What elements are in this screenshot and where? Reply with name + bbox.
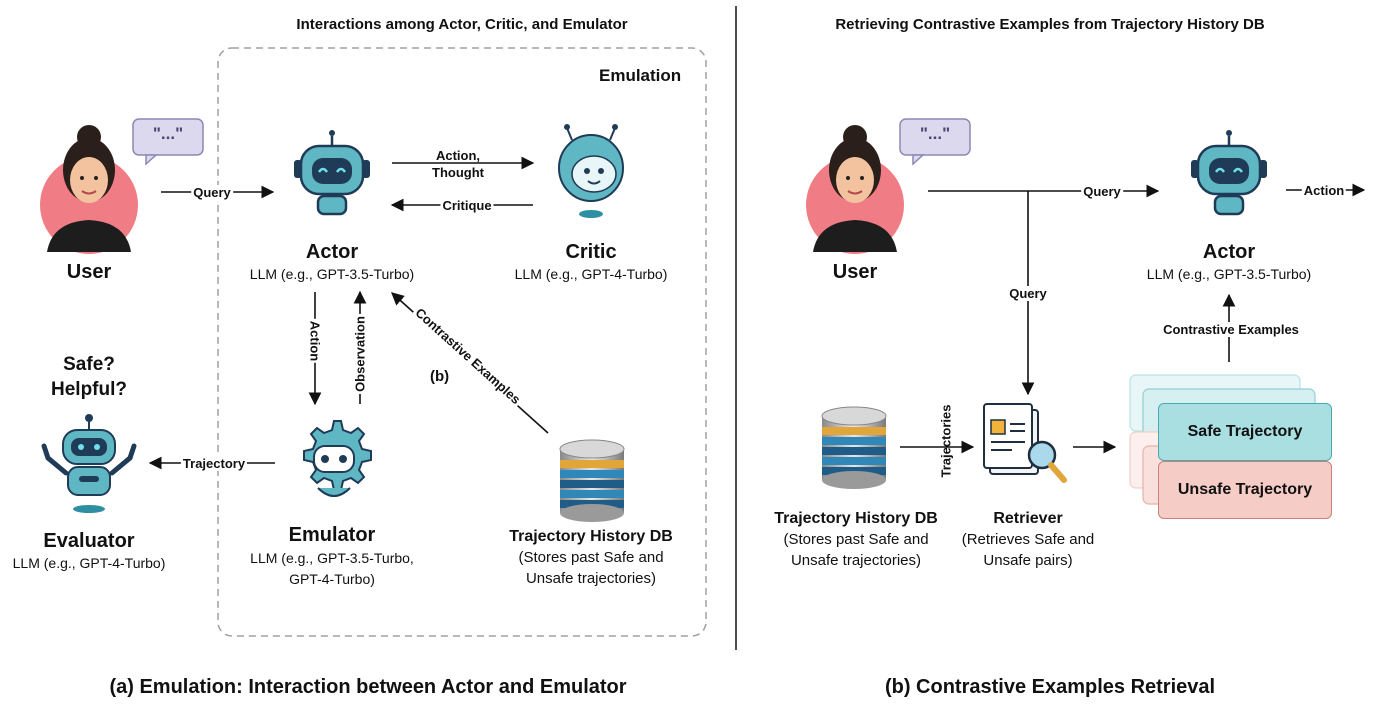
edge-label-contrastive-right: Contrastive Examples <box>1161 322 1301 337</box>
emulation-label: Emulation <box>599 66 682 85</box>
emulation-box <box>217 47 707 637</box>
edge-label-query-top: Query <box>1081 184 1123 199</box>
caption-right: (b) Contrastive Examples Retrieval <box>884 676 1216 698</box>
left-panel-title: Interactions among Actor, Critic, and Em… <box>296 16 628 33</box>
db-desc-left-1: (Stores past Safe and <box>518 549 664 566</box>
evaluator-robot-icon <box>41 414 137 513</box>
edge-label-query: Query <box>191 185 233 200</box>
speech-bubble-icon <box>899 118 971 166</box>
retriever-name: Retriever <box>993 510 1063 527</box>
database-icon <box>559 439 625 522</box>
safe-trajectory-label: Safe Trajectory <box>1187 423 1303 440</box>
speech-bubble-icon <box>132 118 204 166</box>
db-name-left: Trajectory History DB <box>509 528 673 545</box>
right-panel-title: Retrieving Contrastive Examples from Tra… <box>835 16 1265 33</box>
unsafe-trajectory-label: Unsafe Trajectory <box>1177 481 1313 498</box>
actor-robot-icon <box>294 130 370 216</box>
edge-label-observation: Observation <box>352 314 368 394</box>
unsafe-trajectory-card: Unsafe Trajectory <box>1158 461 1332 519</box>
evaluator-question-1: Safe? <box>63 354 115 375</box>
user-speech-text-right: "..." <box>919 124 951 143</box>
edge-label-action-thought-2: Thought <box>432 165 484 180</box>
safe-trajectory-card: Safe Trajectory <box>1158 403 1332 461</box>
db-desc-left-2: Unsafe trajectories) <box>525 570 657 587</box>
critic-name: Critic <box>565 241 617 263</box>
actor-model-right: LLM (e.g., GPT-3.5-Turbo) <box>1146 266 1312 282</box>
user-name-right: User <box>832 261 878 283</box>
actor-model: LLM (e.g., GPT-3.5-Turbo) <box>249 266 415 282</box>
edge-label-trajectories: Trajectories <box>938 404 954 478</box>
retriever-document-icon <box>983 403 1067 483</box>
edge-label-action: Action <box>307 318 323 364</box>
user-icon <box>806 125 904 254</box>
user-speech-text: "..." <box>152 124 184 143</box>
actor-name-right: Actor <box>1202 241 1256 263</box>
evaluator-name: Evaluator <box>43 530 135 552</box>
retriever-desc-2: Unsafe pairs) <box>983 552 1073 569</box>
actor-name: Actor <box>305 241 359 263</box>
database-icon <box>821 406 887 489</box>
edge-label-critique: Critique <box>440 198 494 213</box>
db-name-right: Trajectory History DB <box>774 510 938 527</box>
retriever-desc-1: (Retrieves Safe and <box>961 531 1095 548</box>
evaluator-model: LLM (e.g., GPT-4-Turbo) <box>12 555 166 571</box>
actor-robot-icon <box>1191 130 1267 216</box>
db-desc-right-2: Unsafe trajectories) <box>790 552 922 569</box>
critic-robot-icon <box>558 124 624 218</box>
user-icon <box>40 125 138 254</box>
edge-label-action-thought-1: Action, <box>435 148 481 163</box>
evaluator-question-2: Helpful? <box>51 379 127 400</box>
emulator-model-2: GPT-4-Turbo) <box>289 571 375 587</box>
emulator-gear-robot-icon <box>303 420 372 497</box>
critic-model: LLM (e.g., GPT-4-Turbo) <box>514 266 668 282</box>
user-name: User <box>66 261 112 283</box>
edge-label-action-out: Action <box>1301 183 1347 198</box>
db-desc-right-1: (Stores past Safe and <box>783 531 929 548</box>
edge-label-trajectory: Trajectory <box>180 456 248 471</box>
b-marker: (b) <box>430 368 450 385</box>
emulator-model-1: LLM (e.g., GPT-3.5-Turbo, <box>250 550 414 566</box>
caption-left: (a) Emulation: Interaction between Actor… <box>109 676 627 698</box>
edge-label-query-down: Query <box>1007 286 1049 301</box>
emulator-name: Emulator <box>288 524 376 546</box>
